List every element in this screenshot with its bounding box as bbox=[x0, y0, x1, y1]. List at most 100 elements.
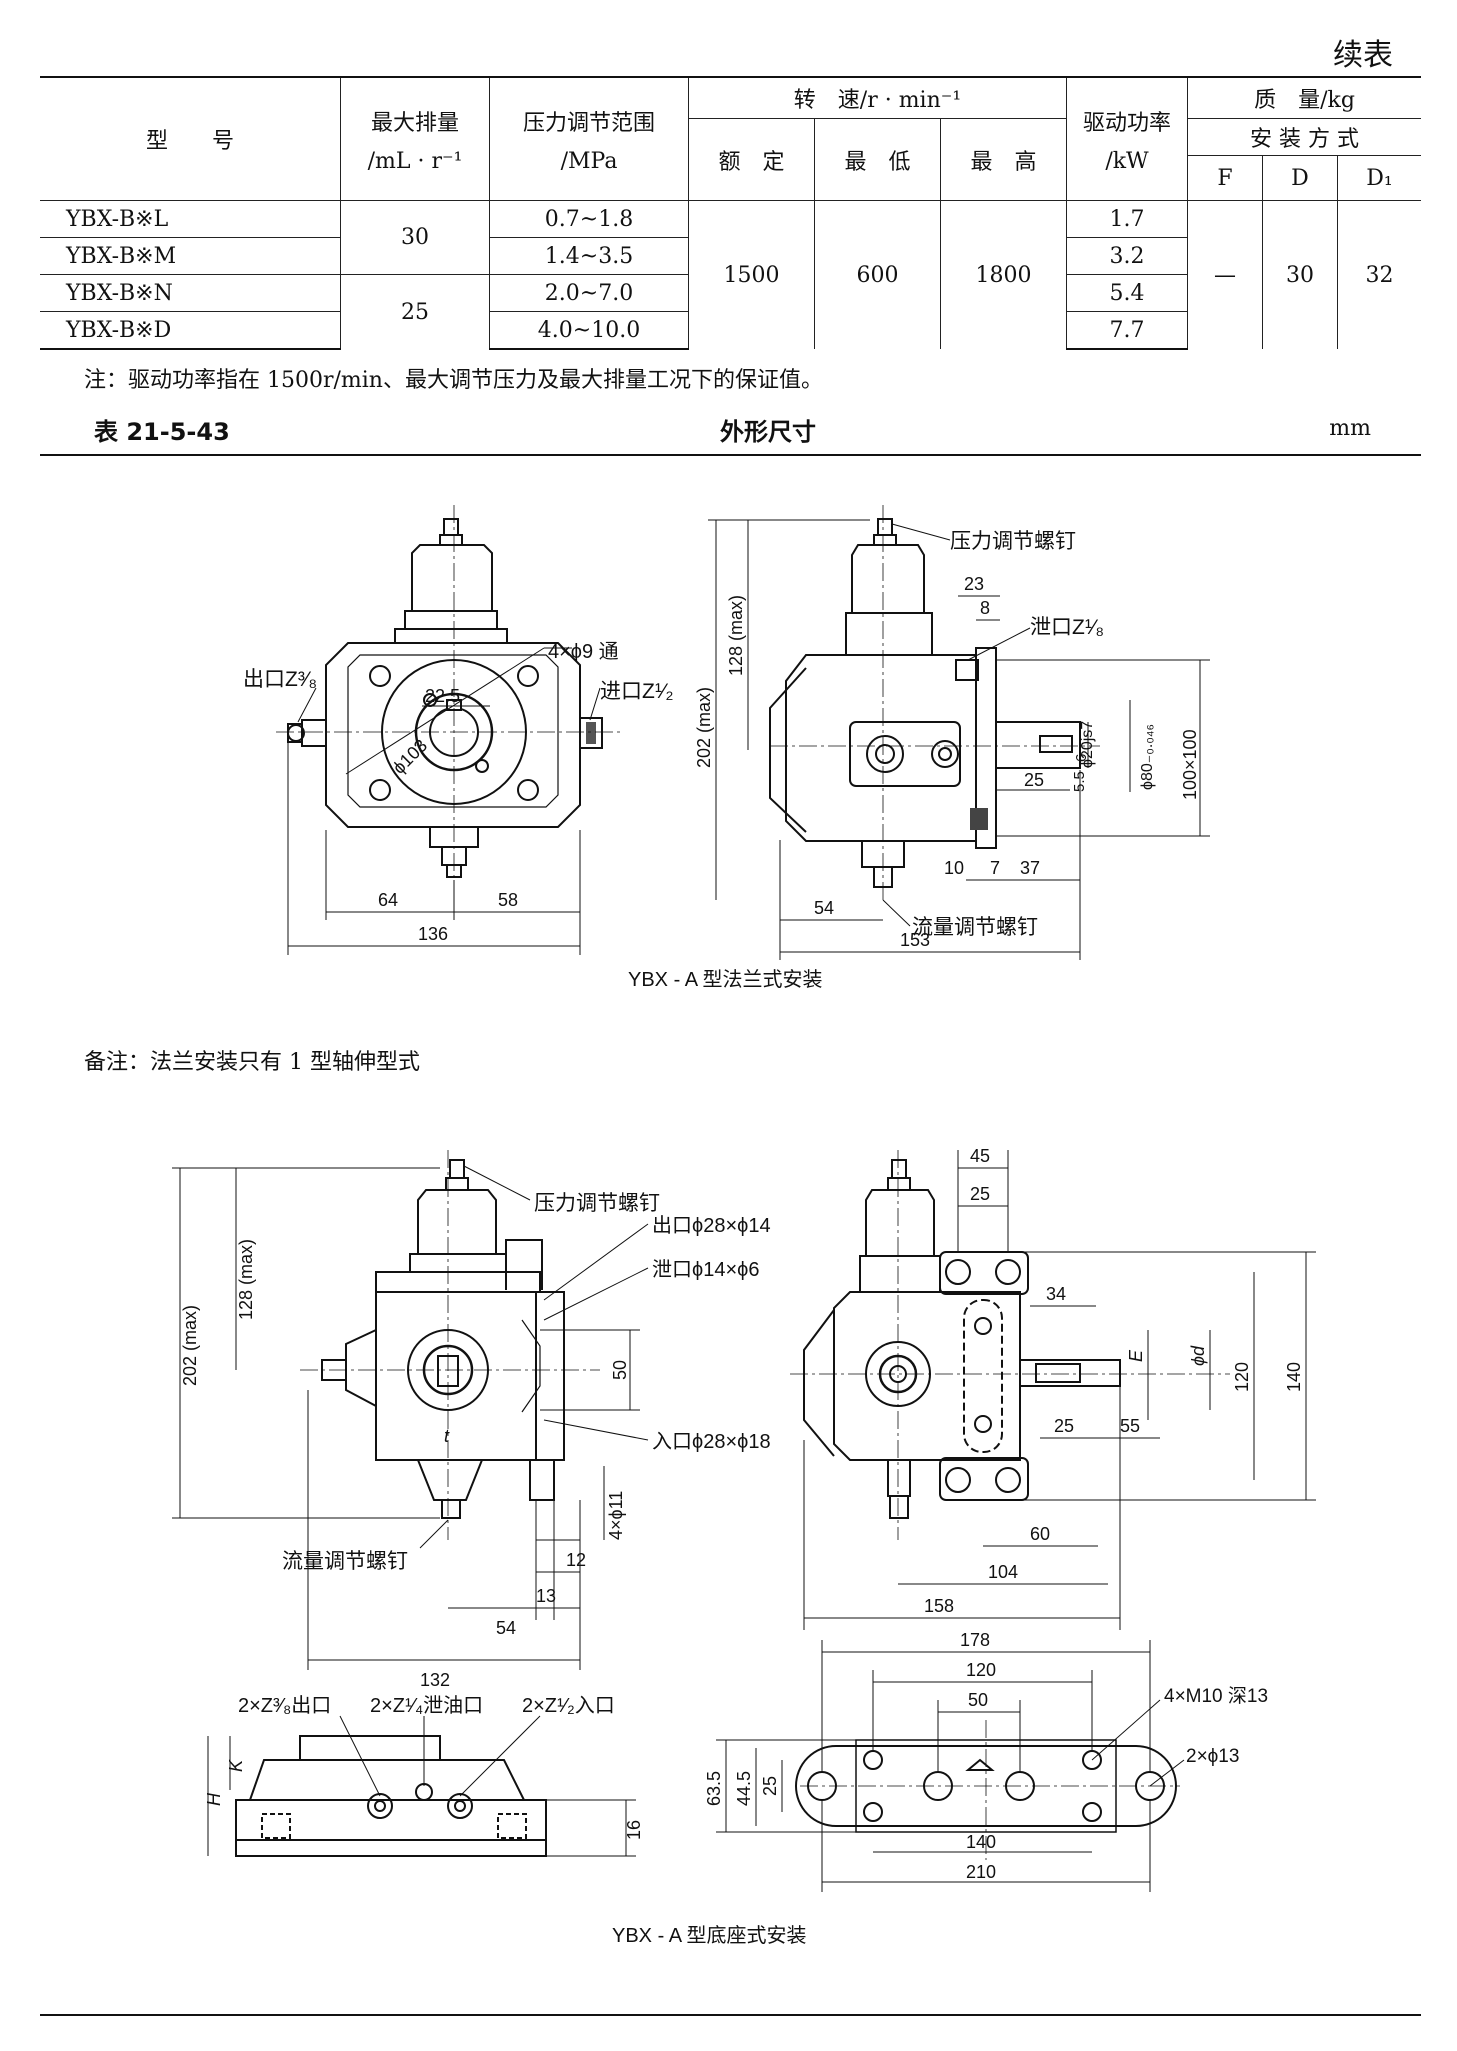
fig2-dim-50h: 50 bbox=[968, 1690, 988, 1710]
fig2-dim-4phi11: 4×ϕ11 bbox=[606, 1491, 626, 1540]
header-model: 型 号 bbox=[40, 77, 341, 201]
fig2-m10-label: 4×M10 深13 bbox=[1164, 1685, 1268, 1707]
fig1-caption: YBX - A 型法兰式安装 bbox=[628, 968, 822, 991]
fig2-drain-label: 泄口ϕ14×ϕ6 bbox=[652, 1258, 759, 1281]
fig2-dim-210: 210 bbox=[966, 1862, 996, 1882]
fig2-port-inlet: 2×Z¹⁄₂入口 bbox=[522, 1695, 615, 1717]
fig2-dim-12: 12 bbox=[566, 1550, 586, 1570]
header-mount-f: F bbox=[1187, 155, 1263, 201]
fig2-dim-E: E bbox=[1126, 1349, 1146, 1362]
fig1-dim-153: 153 bbox=[900, 930, 930, 950]
fig1-front-screw-top bbox=[443, 518, 459, 536]
fig2-side-view: 45 25 34 E ϕd 120 140 25 55 60 104 158 bbox=[790, 1146, 1316, 1630]
row-power: 3.2 bbox=[1066, 237, 1188, 275]
fig2-caption: YBX - A 型底座式安装 bbox=[612, 1924, 806, 1947]
header-drive-power: 驱动功率 /kW bbox=[1066, 77, 1188, 201]
fig2-port-drain: 2×Z¹⁄₄泄油口 bbox=[370, 1694, 483, 1717]
fig2-dim-120h: 120 bbox=[966, 1660, 996, 1680]
header-speed-max: 最 高 bbox=[940, 118, 1067, 201]
fig1-dim-136: 136 bbox=[418, 924, 448, 944]
table-row: YBX-B※M 1.4~3.5 3.2 bbox=[40, 237, 1421, 275]
fig1-inlet-label: 进口Z¹⁄₂ bbox=[600, 680, 673, 703]
header-max-disp: 最大排量 /mL · r⁻¹ bbox=[340, 77, 490, 201]
fig2-dim-50: 50 bbox=[610, 1360, 630, 1380]
table-unit: mm bbox=[1329, 416, 1371, 441]
fig2-dim-158: 158 bbox=[924, 1596, 954, 1616]
row-power: 5.4 bbox=[1066, 274, 1188, 312]
fig2-dim-t: t bbox=[444, 1426, 450, 1446]
fig1-square-label: 100×100 bbox=[1180, 729, 1200, 800]
header-speed-group: 转 速/r · min⁻¹ bbox=[688, 77, 1067, 119]
fig2-dim-120v: 120 bbox=[1232, 1362, 1252, 1392]
fig1-drain-label: 泄口Z¹⁄₈ bbox=[1030, 616, 1104, 639]
fig2-phi13-label: 2×ϕ13 bbox=[1186, 1746, 1239, 1767]
fig2-front-body bbox=[375, 1291, 537, 1461]
fig2-dim-55: 55 bbox=[1120, 1416, 1140, 1436]
row-mass-d1: 32 bbox=[1337, 200, 1421, 349]
fig2-pressure-screw-label: 压力调节螺钉 bbox=[534, 1192, 660, 1215]
row-model: YBX-B※D bbox=[40, 311, 341, 350]
fig1-front-body bbox=[325, 642, 581, 828]
fig2-dim-13: 13 bbox=[536, 1586, 556, 1606]
row-power: 7.7 bbox=[1066, 311, 1188, 350]
row-model: YBX-B※N bbox=[40, 274, 341, 312]
header-mount-group: 安 装 方 式 bbox=[1187, 118, 1421, 156]
fig2-port-outlet: 2×Z³⁄₈出口 bbox=[238, 1694, 331, 1717]
fig1-dim-7: 7 bbox=[990, 858, 1000, 878]
table-number: 表 21-5-43 bbox=[94, 418, 230, 446]
fig1-front-view: 出口Z³⁄₈ 4×ϕ9 通 进口Z¹⁄₂ 22.5 ϕ103 64 58 136 bbox=[243, 505, 673, 955]
fig1-dim-10: 10 bbox=[944, 858, 964, 878]
fig1-dim-6: 6 bbox=[1073, 754, 1090, 762]
fig2-inlet-label: 入口ϕ28×ϕ18 bbox=[652, 1431, 771, 1453]
bottom-rule bbox=[40, 2014, 1421, 2016]
table-title: 外形尺寸 bbox=[720, 418, 816, 446]
fig1-dim-22-5: 22.5 bbox=[425, 686, 460, 706]
table-caption: 表 21-5-43 外形尺寸 mm bbox=[40, 404, 1421, 456]
header-speed-min: 最 低 bbox=[814, 118, 941, 201]
fig2-dim-45: 45 bbox=[970, 1146, 990, 1166]
row-model: YBX-B※L bbox=[40, 200, 341, 238]
fig1-holes-label: 4×ϕ9 通 bbox=[548, 640, 619, 663]
table-row: YBX-B※N 25 2.0~7.0 5.4 bbox=[40, 274, 1421, 349]
fig1-outlet-label: 出口Z³⁄₈ bbox=[243, 668, 317, 691]
fig1-dim-128max: 128 (max) bbox=[726, 595, 746, 676]
fig1-dim-8: 8 bbox=[980, 598, 990, 618]
fig1-dim-54: 54 bbox=[814, 898, 834, 918]
fig1-dim-58: 58 bbox=[498, 890, 518, 910]
fig2-front-view: 压力调节螺钉 出口ϕ28×ϕ14 泄口ϕ14×ϕ6 入口ϕ28×ϕ18 202 … bbox=[172, 1150, 771, 1690]
fig2-dim-132: 132 bbox=[420, 1670, 450, 1690]
row-pressure: 1.4~3.5 bbox=[489, 237, 689, 275]
continued-label: 续表 bbox=[1333, 38, 1393, 73]
fig2-dim-25b: 25 bbox=[1054, 1416, 1074, 1436]
fig2-dim-54: 54 bbox=[496, 1618, 516, 1638]
fig1-shaft-label: ϕ20js7 bbox=[1079, 721, 1096, 768]
fig1-dim-202max: 202 (max) bbox=[694, 687, 714, 768]
fig2-dim-140v: 140 bbox=[1284, 1362, 1304, 1392]
header-speed-rated: 额 定 bbox=[688, 118, 815, 201]
fig2-flow-screw-label: 流量调节螺钉 bbox=[282, 1550, 408, 1573]
fig2-dim-63-5: 63.5 bbox=[704, 1771, 724, 1806]
fig2-dim-60: 60 bbox=[1030, 1524, 1050, 1544]
fig2-outlet-label: 出口ϕ28×ϕ14 bbox=[652, 1214, 771, 1237]
remark: 备注：法兰安装只有 1 型轴伸型式 bbox=[84, 1050, 420, 1075]
fig2-base-plate bbox=[795, 1745, 1177, 1827]
fig2-dim-104: 104 bbox=[988, 1562, 1018, 1582]
table-note: 注：驱动功率指在 1500r/min、最大调节压力及最大排量工况下的保证值。 bbox=[84, 368, 823, 393]
row-pressure: 2.0~7.0 bbox=[489, 274, 689, 312]
row-mass-d: 30 bbox=[1262, 200, 1338, 349]
fig2-dim-K: K bbox=[226, 1759, 246, 1772]
header-mass-group: 质 量/kg bbox=[1187, 77, 1421, 119]
row-disp: 25 bbox=[340, 274, 490, 349]
row-speed-min: 600 bbox=[814, 200, 941, 349]
fig2-base-top: 178 120 50 4×M10 深13 2×ϕ13 63.5 44.5 25 … bbox=[704, 1630, 1268, 1892]
row-mass-f: — bbox=[1187, 200, 1263, 349]
row-pressure: 0.7~1.8 bbox=[489, 200, 689, 238]
fig1-dim-37: 37 bbox=[1020, 858, 1040, 878]
fig2-dim-202max: 202 (max) bbox=[180, 1305, 200, 1386]
fig1-pilot-label: ϕ80₋₀.₀₄₆ bbox=[1139, 724, 1156, 790]
fig1-dim-23: 23 bbox=[964, 574, 984, 594]
fig1-dim-64: 64 bbox=[378, 890, 398, 910]
fig2-dim-44-5: 44.5 bbox=[734, 1771, 754, 1806]
fig2-dim-140h: 140 bbox=[966, 1832, 996, 1852]
